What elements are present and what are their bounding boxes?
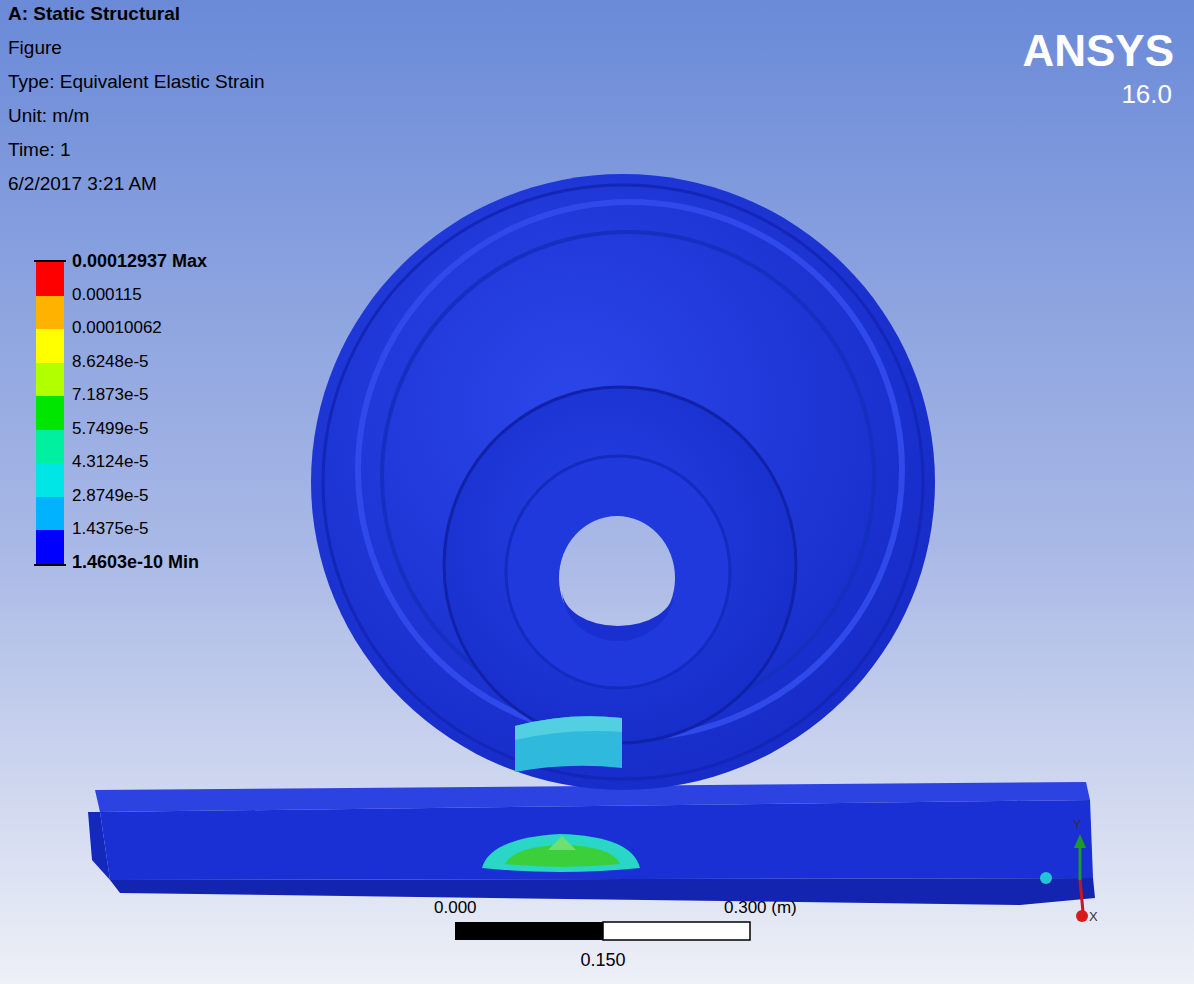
scale-value: 0.000 xyxy=(434,898,477,918)
legend-value: 7.1873e-5 xyxy=(72,385,149,405)
scale-value: 0.300 (m) xyxy=(724,898,797,918)
axis-triad xyxy=(1040,834,1088,922)
analysis-title: A: Static Structural xyxy=(8,3,180,25)
axis-label: Y xyxy=(1073,818,1082,833)
legend-swatch xyxy=(36,329,64,363)
legend-edge xyxy=(34,564,66,566)
result-type: Type: Equivalent Elastic Strain xyxy=(8,71,265,93)
legend-value: 5.7499e-5 xyxy=(72,419,149,439)
legend-value: 2.8749e-5 xyxy=(72,486,149,506)
version-number: 16.0 xyxy=(1121,80,1172,110)
legend-value: 4.3124e-5 xyxy=(72,452,149,472)
date-label: 6/2/2017 3:21 AM xyxy=(8,173,157,195)
legend-value: 0.000115 xyxy=(72,285,142,305)
legend-swatch xyxy=(36,497,64,531)
scale-value: 0.150 xyxy=(580,950,625,971)
legend-swatch xyxy=(36,430,64,464)
legend-value: 0.00010062 xyxy=(72,318,162,338)
rail xyxy=(88,782,1095,905)
unit-label: Unit: m/m xyxy=(8,105,89,127)
legend-min: 1.4603e-10 Min xyxy=(72,552,199,573)
brand-name: ANSYS xyxy=(1022,26,1174,77)
contact-strain-patch xyxy=(482,834,640,872)
legend-swatch xyxy=(36,363,64,397)
legend-swatch xyxy=(36,463,64,497)
wheel xyxy=(311,174,935,790)
legend-value: 8.6248e-5 xyxy=(72,352,149,372)
legend-swatch xyxy=(36,262,64,296)
legend-swatch xyxy=(36,296,64,330)
scale-bar xyxy=(455,922,750,940)
legend-swatch xyxy=(36,530,64,564)
legend-value: 0.00012937 Max xyxy=(72,251,207,272)
axis-label: X xyxy=(1089,910,1098,925)
legend-swatch xyxy=(36,396,64,430)
time-label: Time: 1 xyxy=(8,139,71,161)
figure-label: Figure xyxy=(8,37,62,59)
legend-value: 1.4375e-5 xyxy=(72,519,149,539)
